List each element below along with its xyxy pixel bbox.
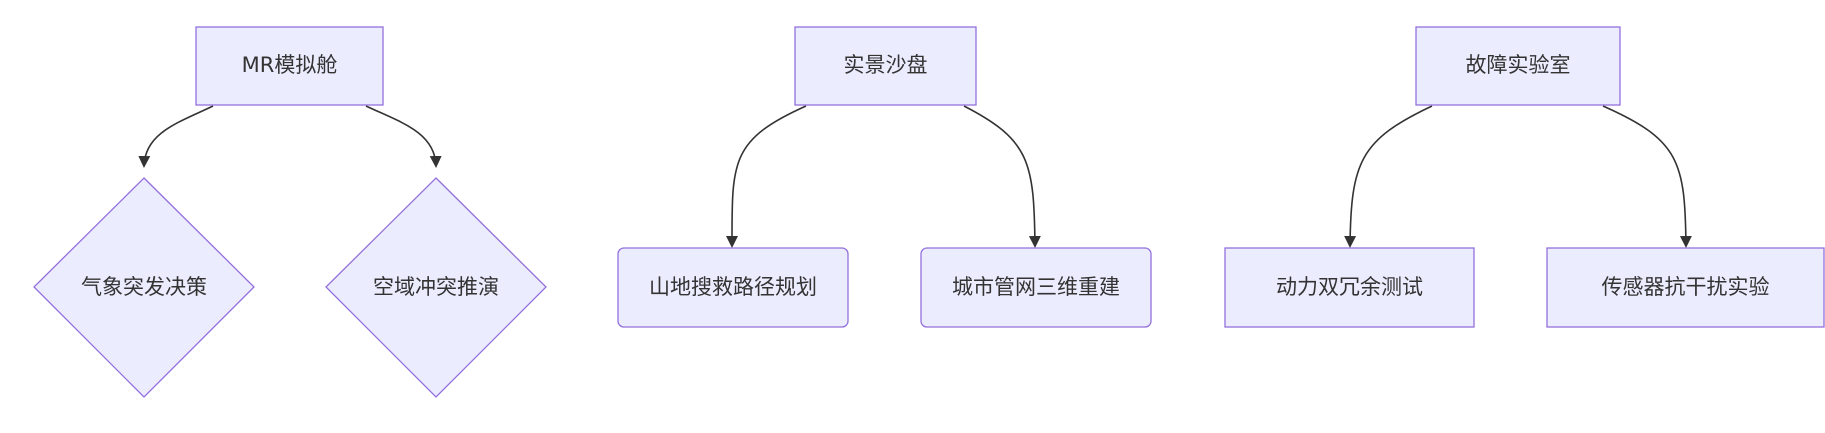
node-sandtable-label: 实景沙盘 (844, 53, 928, 77)
node-sensor-interference-label: 传感器抗干扰实验 (1602, 275, 1770, 299)
node-mr-simulator-label: MR模拟舱 (242, 53, 338, 77)
node-fault-lab-box (1415, 26, 1621, 106)
group-mr-simulator: MR模拟舱 气象突发决策 空域冲突推演 (33, 26, 547, 398)
edge-mr-to-weather (138, 105, 214, 168)
node-sensor-interference-box (1546, 247, 1825, 328)
group-fault-lab: 故障实验室 动力双冗余测试 传感器抗干扰实验 (1224, 26, 1825, 328)
edge-sandtable-to-city (963, 105, 1041, 248)
node-power-redundancy-box (1224, 247, 1475, 328)
edge-mr-to-airspace (365, 105, 442, 168)
node-city-pipeline-box (920, 247, 1152, 328)
group-sandtable: 实景沙盘 山地搜救路径规划 城市管网三维重建 (617, 26, 1152, 328)
edge-faultlab-to-power (1344, 105, 1433, 248)
node-fault-lab-label: 故障实验室 (1466, 53, 1571, 77)
edges (138, 105, 1692, 248)
edge-sandtable-to-mountain (725, 105, 807, 248)
node-weather-decision-diamond (33, 177, 255, 398)
node-power-redundancy-label: 动力双冗余测试 (1276, 275, 1423, 299)
node-city-pipeline-label: 城市管网三维重建 (952, 275, 1120, 299)
node-mr-simulator-box (195, 26, 384, 106)
node-mountain-rescue-box (617, 247, 849, 328)
node-mountain-rescue-label: 山地搜救路径规划 (649, 275, 817, 299)
node-airspace-conflict-diamond (325, 177, 547, 398)
node-airspace-conflict-label: 空域冲突推演 (373, 275, 499, 299)
node-sandtable-box (794, 26, 977, 106)
edge-faultlab-to-sensor (1602, 105, 1692, 248)
node-weather-decision-label: 气象突发决策 (81, 275, 207, 299)
